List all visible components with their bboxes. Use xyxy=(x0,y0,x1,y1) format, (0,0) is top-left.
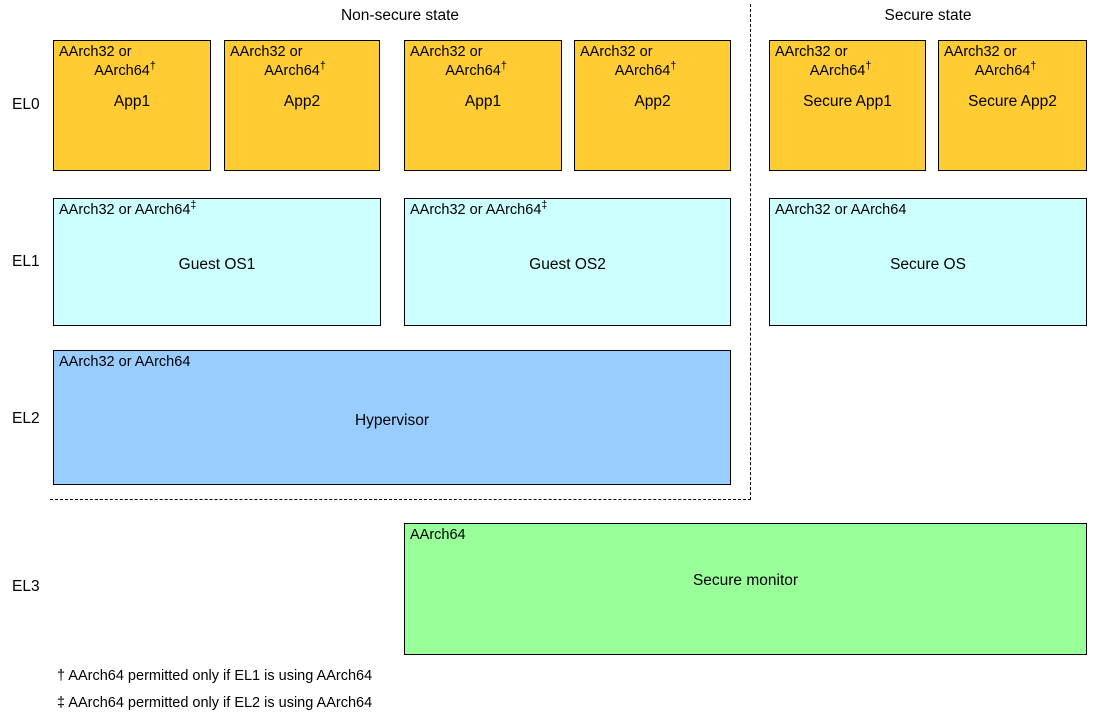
block-el0-nonsecure-app2[interactable]: AArch32 or AArch64† App2 xyxy=(224,40,380,171)
block-name: Guest OS1 xyxy=(178,256,256,273)
block-arch-text: AArch64 xyxy=(410,527,466,543)
secure-state-heading: Secure state xyxy=(884,7,972,24)
block-name: App2 xyxy=(634,93,671,110)
block-arch-text: AArch32 or AArch64‡ xyxy=(59,199,197,218)
block-name: Hypervisor xyxy=(354,412,430,429)
exception-level-label-el1: EL1 xyxy=(12,253,40,270)
exception-level-label-el3: EL3 xyxy=(12,578,40,595)
block-el3-secure-monitor[interactable]: AArch64 Secure monitor xyxy=(404,523,1087,655)
el3-boundary-divider xyxy=(50,499,751,500)
block-el0-nonsecure-app2-guest2[interactable]: AArch32 or AArch64† App2 xyxy=(574,40,731,171)
block-el0-secure-app2[interactable]: AArch32 or AArch64† Secure App2 xyxy=(938,40,1087,171)
block-arch-text: AArch32 or AArch64 xyxy=(59,354,191,370)
block-name: Secure App1 xyxy=(803,93,892,110)
block-arch-text: AArch32 or AArch64† xyxy=(410,44,507,79)
footnote-dagger: † AArch64 permitted only if EL1 is using… xyxy=(57,668,373,684)
block-name: Guest OS2 xyxy=(529,256,606,273)
block-el1-guest-os2[interactable]: AArch32 or AArch64‡ Guest OS2 xyxy=(404,198,731,326)
block-el2-hypervisor[interactable]: AArch32 or AArch64 Hypervisor xyxy=(53,350,731,485)
footnote-double-dagger: ‡ AArch64 permitted only if EL2 is using… xyxy=(57,695,373,711)
block-arch-text: AArch32 or AArch64‡ xyxy=(410,199,548,218)
block-el1-secure-os[interactable]: AArch32 or AArch64 Secure OS xyxy=(769,198,1087,326)
secure-world-divider xyxy=(750,4,751,500)
block-arch-text: AArch32 or AArch64† xyxy=(59,44,156,79)
block-arch-text: AArch32 or AArch64† xyxy=(775,44,872,79)
block-name: App1 xyxy=(113,93,151,110)
block-name: Secure App2 xyxy=(968,93,1057,110)
exception-level-label-el0: EL0 xyxy=(12,96,40,113)
block-el0-secure-app1[interactable]: AArch32 or AArch64† Secure App1 xyxy=(769,40,926,171)
block-el1-guest-os1[interactable]: AArch32 or AArch64‡ Guest OS1 xyxy=(53,198,381,326)
block-name: Secure OS xyxy=(890,256,966,273)
nonsecure-state-heading: Non-secure state xyxy=(340,7,460,24)
block-arch-text: AArch32 or AArch64† xyxy=(230,44,326,79)
block-name: App1 xyxy=(464,93,502,110)
block-name: Secure monitor xyxy=(692,572,799,589)
block-arch-text: AArch32 or AArch64† xyxy=(580,44,677,79)
block-name: App2 xyxy=(283,93,321,110)
block-arch-text: AArch32 or AArch64† xyxy=(944,44,1037,79)
exception-level-label-el2: EL2 xyxy=(12,410,40,427)
block-el0-nonsecure-app1-guest2[interactable]: AArch32 or AArch64† App1 xyxy=(404,40,562,171)
block-arch-text: AArch32 or AArch64 xyxy=(775,202,907,218)
block-el0-nonsecure-app1[interactable]: AArch32 or AArch64† App1 xyxy=(53,40,211,171)
